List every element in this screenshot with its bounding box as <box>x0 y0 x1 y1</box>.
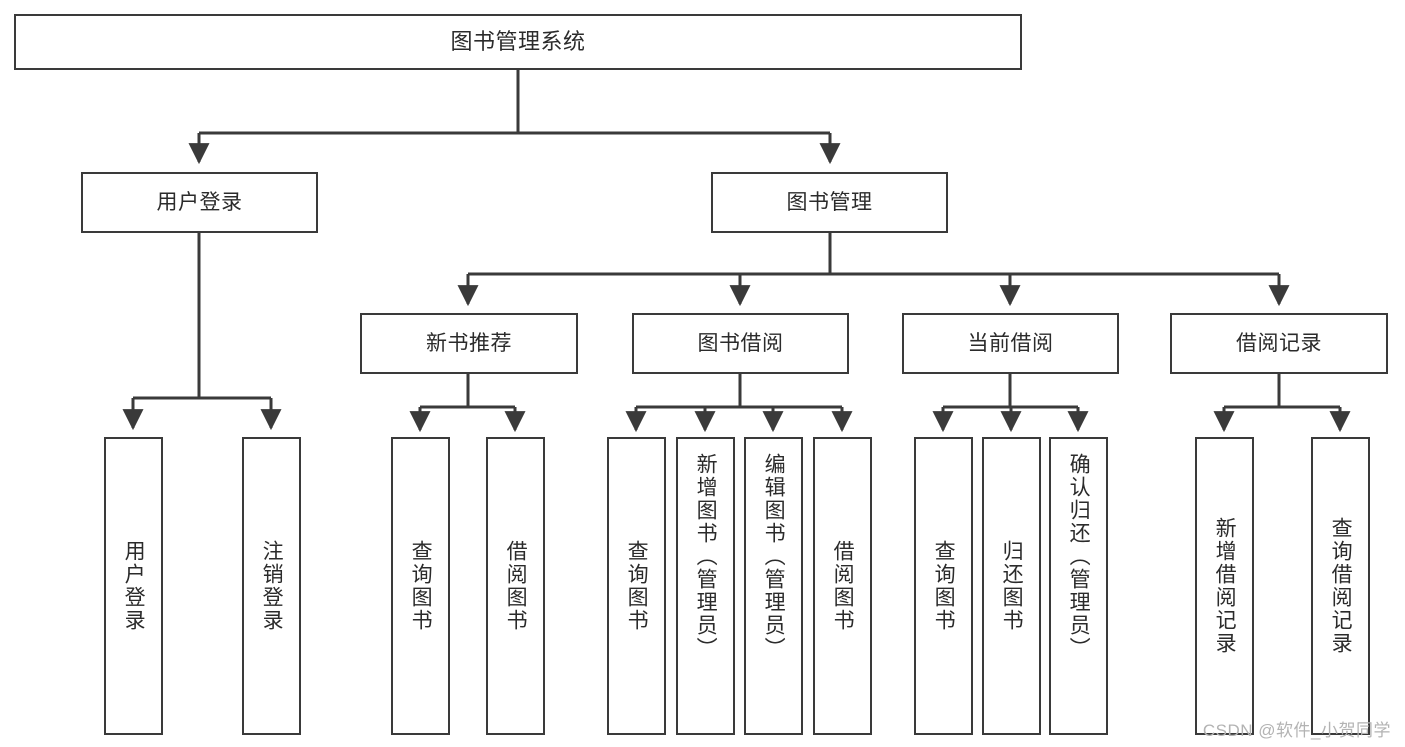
node-label: 查询图书 <box>932 540 956 632</box>
node-root-system[interactable]: 图书管理系统 <box>14 14 1022 70</box>
node-label: 查询图书 <box>625 540 649 632</box>
node-label: 借阅图书 <box>831 540 855 632</box>
node-label: 当前借阅 <box>967 331 1054 355</box>
node-leaf-logout[interactable]: 注销登录 <box>242 437 301 735</box>
node-label: 用户登录 <box>156 190 243 214</box>
node-label: 新增图书（管理员） <box>694 453 718 660</box>
node-label: 编辑图书（管理员） <box>762 453 786 660</box>
node-label: 图书管理 <box>786 190 873 214</box>
node-leaf-borrow-book-recommend[interactable]: 借阅图书 <box>486 437 545 735</box>
node-new-book-recommend[interactable]: 新书推荐 <box>360 313 578 374</box>
node-leaf-user-login[interactable]: 用户登录 <box>104 437 163 735</box>
node-label: 图书借阅 <box>697 331 784 355</box>
node-leaf-add-book-admin[interactable]: 新增图书（管理员） <box>676 437 735 735</box>
node-label: 图书管理系统 <box>450 28 586 54</box>
node-borrow-record[interactable]: 借阅记录 <box>1170 313 1388 374</box>
node-leaf-query-borrow-record[interactable]: 查询借阅记录 <box>1311 437 1370 735</box>
node-label: 新书推荐 <box>426 331 512 355</box>
node-leaf-add-borrow-record[interactable]: 新增借阅记录 <box>1195 437 1254 735</box>
csdn-watermark: CSDN @软件_小贺同学 <box>1202 721 1391 740</box>
node-label: 注销登录 <box>260 540 284 632</box>
node-leaf-query-book-borrow[interactable]: 查询图书 <box>607 437 666 735</box>
node-leaf-query-book-recommend[interactable]: 查询图书 <box>391 437 450 735</box>
node-label: 查询图书 <box>409 540 433 632</box>
node-leaf-borrow-book-borrow[interactable]: 借阅图书 <box>813 437 872 735</box>
node-leaf-return-book[interactable]: 归还图书 <box>982 437 1041 735</box>
node-user-login[interactable]: 用户登录 <box>81 172 318 233</box>
node-book-borrow[interactable]: 图书借阅 <box>632 313 849 374</box>
node-label: 归还图书 <box>1000 540 1024 632</box>
node-book-manage[interactable]: 图书管理 <box>711 172 948 233</box>
node-leaf-confirm-return-admin[interactable]: 确认归还（管理员） <box>1049 437 1108 735</box>
node-label: 查询借阅记录 <box>1329 517 1353 655</box>
node-leaf-query-book-current[interactable]: 查询图书 <box>914 437 973 735</box>
node-label: 借阅记录 <box>1236 331 1322 355</box>
node-label: 用户登录 <box>122 540 146 632</box>
node-label: 确认归还（管理员） <box>1067 453 1091 660</box>
node-leaf-edit-book-admin[interactable]: 编辑图书（管理员） <box>744 437 803 735</box>
node-current-borrow[interactable]: 当前借阅 <box>902 313 1119 374</box>
node-label: 新增借阅记录 <box>1213 517 1237 655</box>
node-label: 借阅图书 <box>504 540 528 632</box>
